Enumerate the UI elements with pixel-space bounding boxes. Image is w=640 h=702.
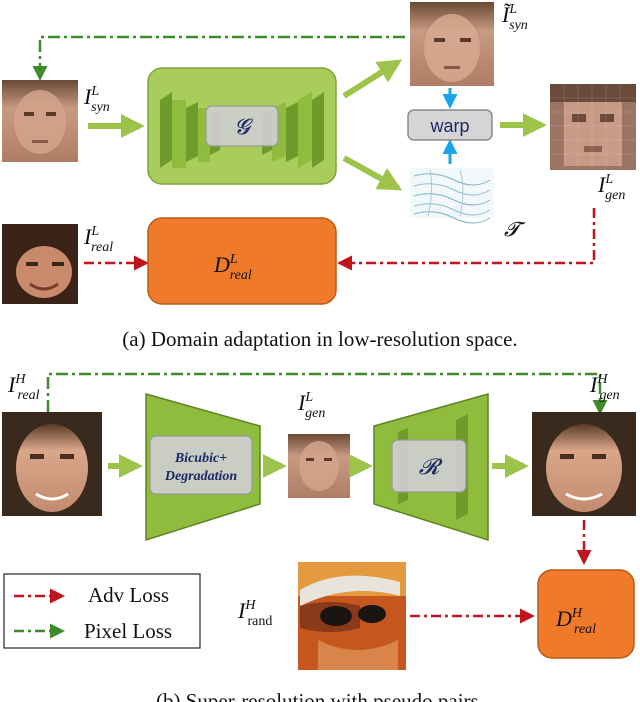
face-image-rand [298,562,406,670]
pixel-loss-path-a [32,35,405,81]
face-image-gen-high [532,412,636,516]
face-image-gen-low-b [288,434,350,498]
generator-block: 𝓖 [147,67,337,185]
warp-block: warp [407,109,493,141]
degrader-line2: Degradation [164,469,238,484]
arrow-to-syn-tilde [342,59,403,99]
adv-loss-path-gen-a [337,208,596,271]
face-image-real-low [2,224,78,304]
flow-field-image [410,168,494,224]
caption-b: (b) Super-resolution with pseudo pairs. [156,689,484,702]
degrader-line1: Bicubic+ [174,451,227,466]
restorer-symbol: 𝓡 [419,454,443,479]
face-image-real-high [2,412,102,516]
restorer-block: 𝓡 [373,393,489,542]
face-image-syn [2,80,78,162]
arrow-to-flow [342,155,403,191]
legend: Adv Loss Pixel Loss [3,573,201,649]
face-image-gen-low [550,84,636,170]
generator-symbol: 𝓖 [234,114,253,139]
face-image-syn-tilde [410,2,494,86]
legend-pixel-label: Pixel Loss [84,619,172,643]
caption-a: (a) Domain adaptation in low-resolution … [122,327,517,351]
legend-adv-label: Adv Loss [88,583,169,607]
pixel-loss-path-b [46,372,608,415]
flow-symbol: 𝓣 [504,219,526,241]
degradation-block: Bicubic+ Degradation [145,393,261,542]
warp-label: warp [429,116,469,136]
